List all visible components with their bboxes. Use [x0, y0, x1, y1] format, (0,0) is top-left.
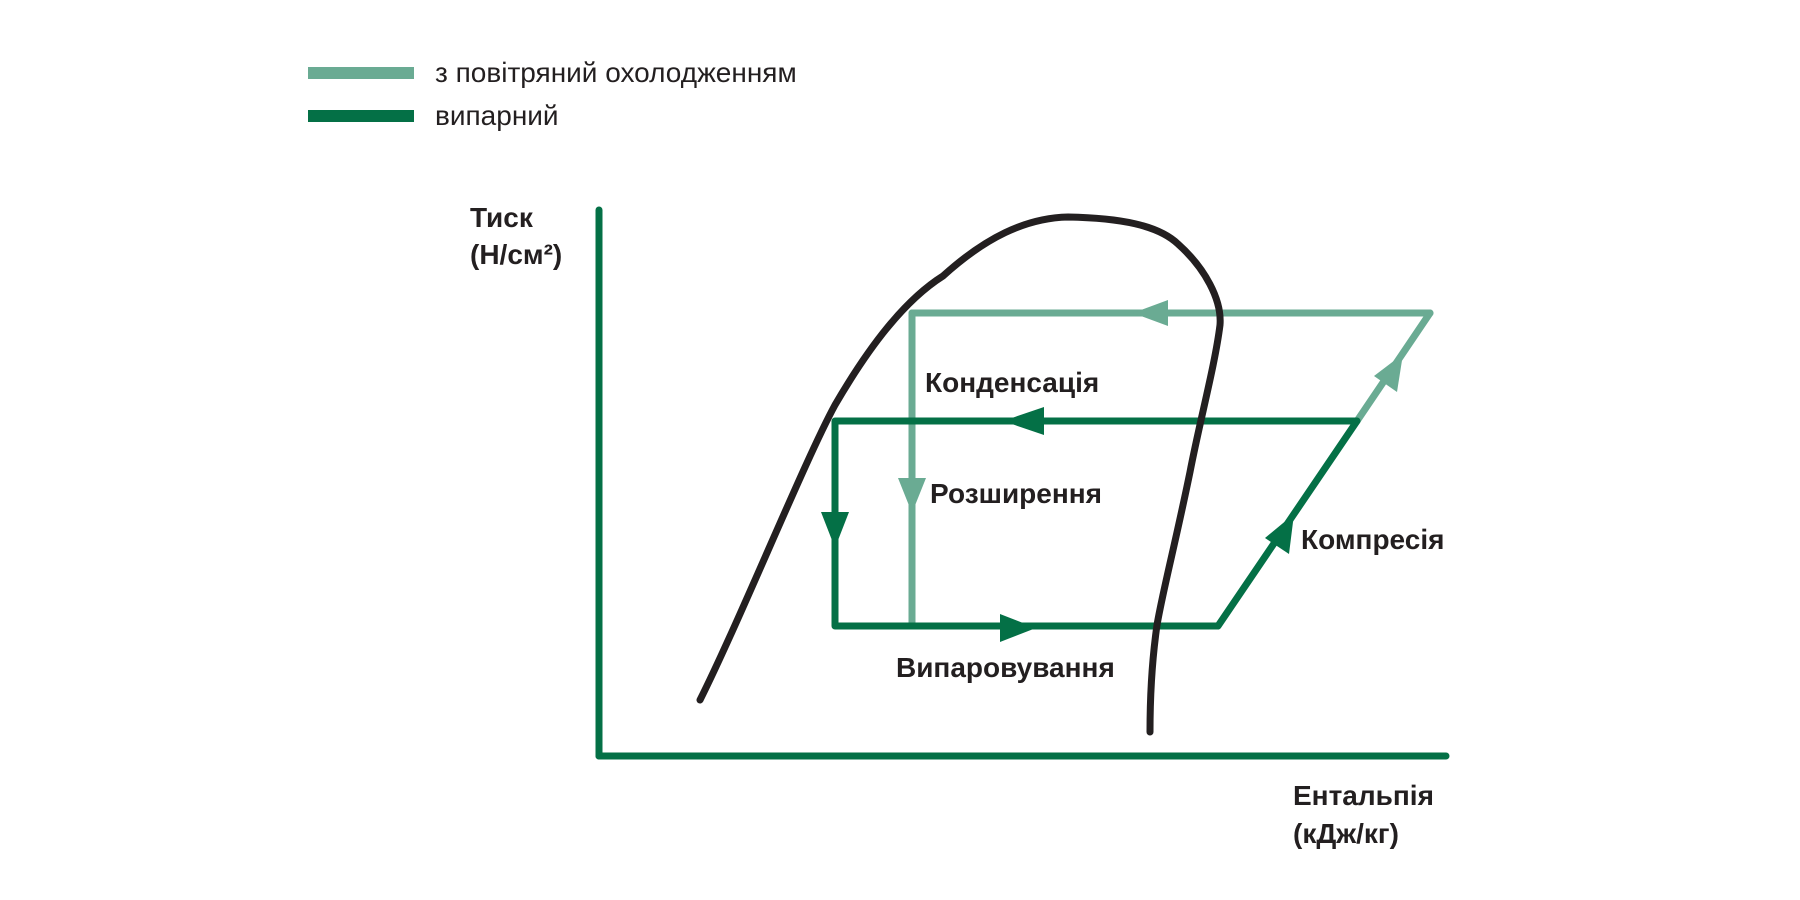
- air-cooled-expansion-arrow: [898, 478, 926, 513]
- y-axis-label-line1: Тиск: [470, 202, 534, 233]
- evaporative-evaporation-arrow: [1000, 614, 1036, 642]
- compression-label: Компресія: [1301, 524, 1444, 555]
- air-cooled-condensation-arrow: [1133, 300, 1168, 326]
- evaporative-expansion-arrow: [821, 512, 849, 548]
- saturation-dome-curve: [696, 213, 1224, 736]
- air-cooled-cycle: [898, 300, 1434, 630]
- process-labels: Конденсація Розширення Компресія Випаров…: [896, 367, 1444, 683]
- evaporative-compression-arrow: [1265, 514, 1294, 554]
- x-axis-label-line1: Ентальпія: [1293, 780, 1434, 811]
- evaporative-cycle: [821, 407, 1361, 642]
- air-cooled-compression-arrow: [1374, 354, 1403, 392]
- legend-label-air-cooled: з повітряний охолодженням: [435, 57, 797, 88]
- x-axis-label-line2: (кДж/кг): [1293, 818, 1399, 849]
- evaporation-label: Випаровування: [896, 652, 1115, 683]
- legend: з повітряний охолодженням випарний: [308, 57, 797, 131]
- axes: Тиск (Н/см²) Ентальпія (кДж/кг): [470, 202, 1450, 849]
- evaporative-condensation-arrow: [1003, 407, 1044, 435]
- expansion-label: Розширення: [930, 478, 1102, 509]
- legend-label-evaporative: випарний: [435, 100, 559, 131]
- condensation-label: Конденсація: [925, 367, 1099, 398]
- y-axis-label-line2: (Н/см²): [470, 239, 562, 270]
